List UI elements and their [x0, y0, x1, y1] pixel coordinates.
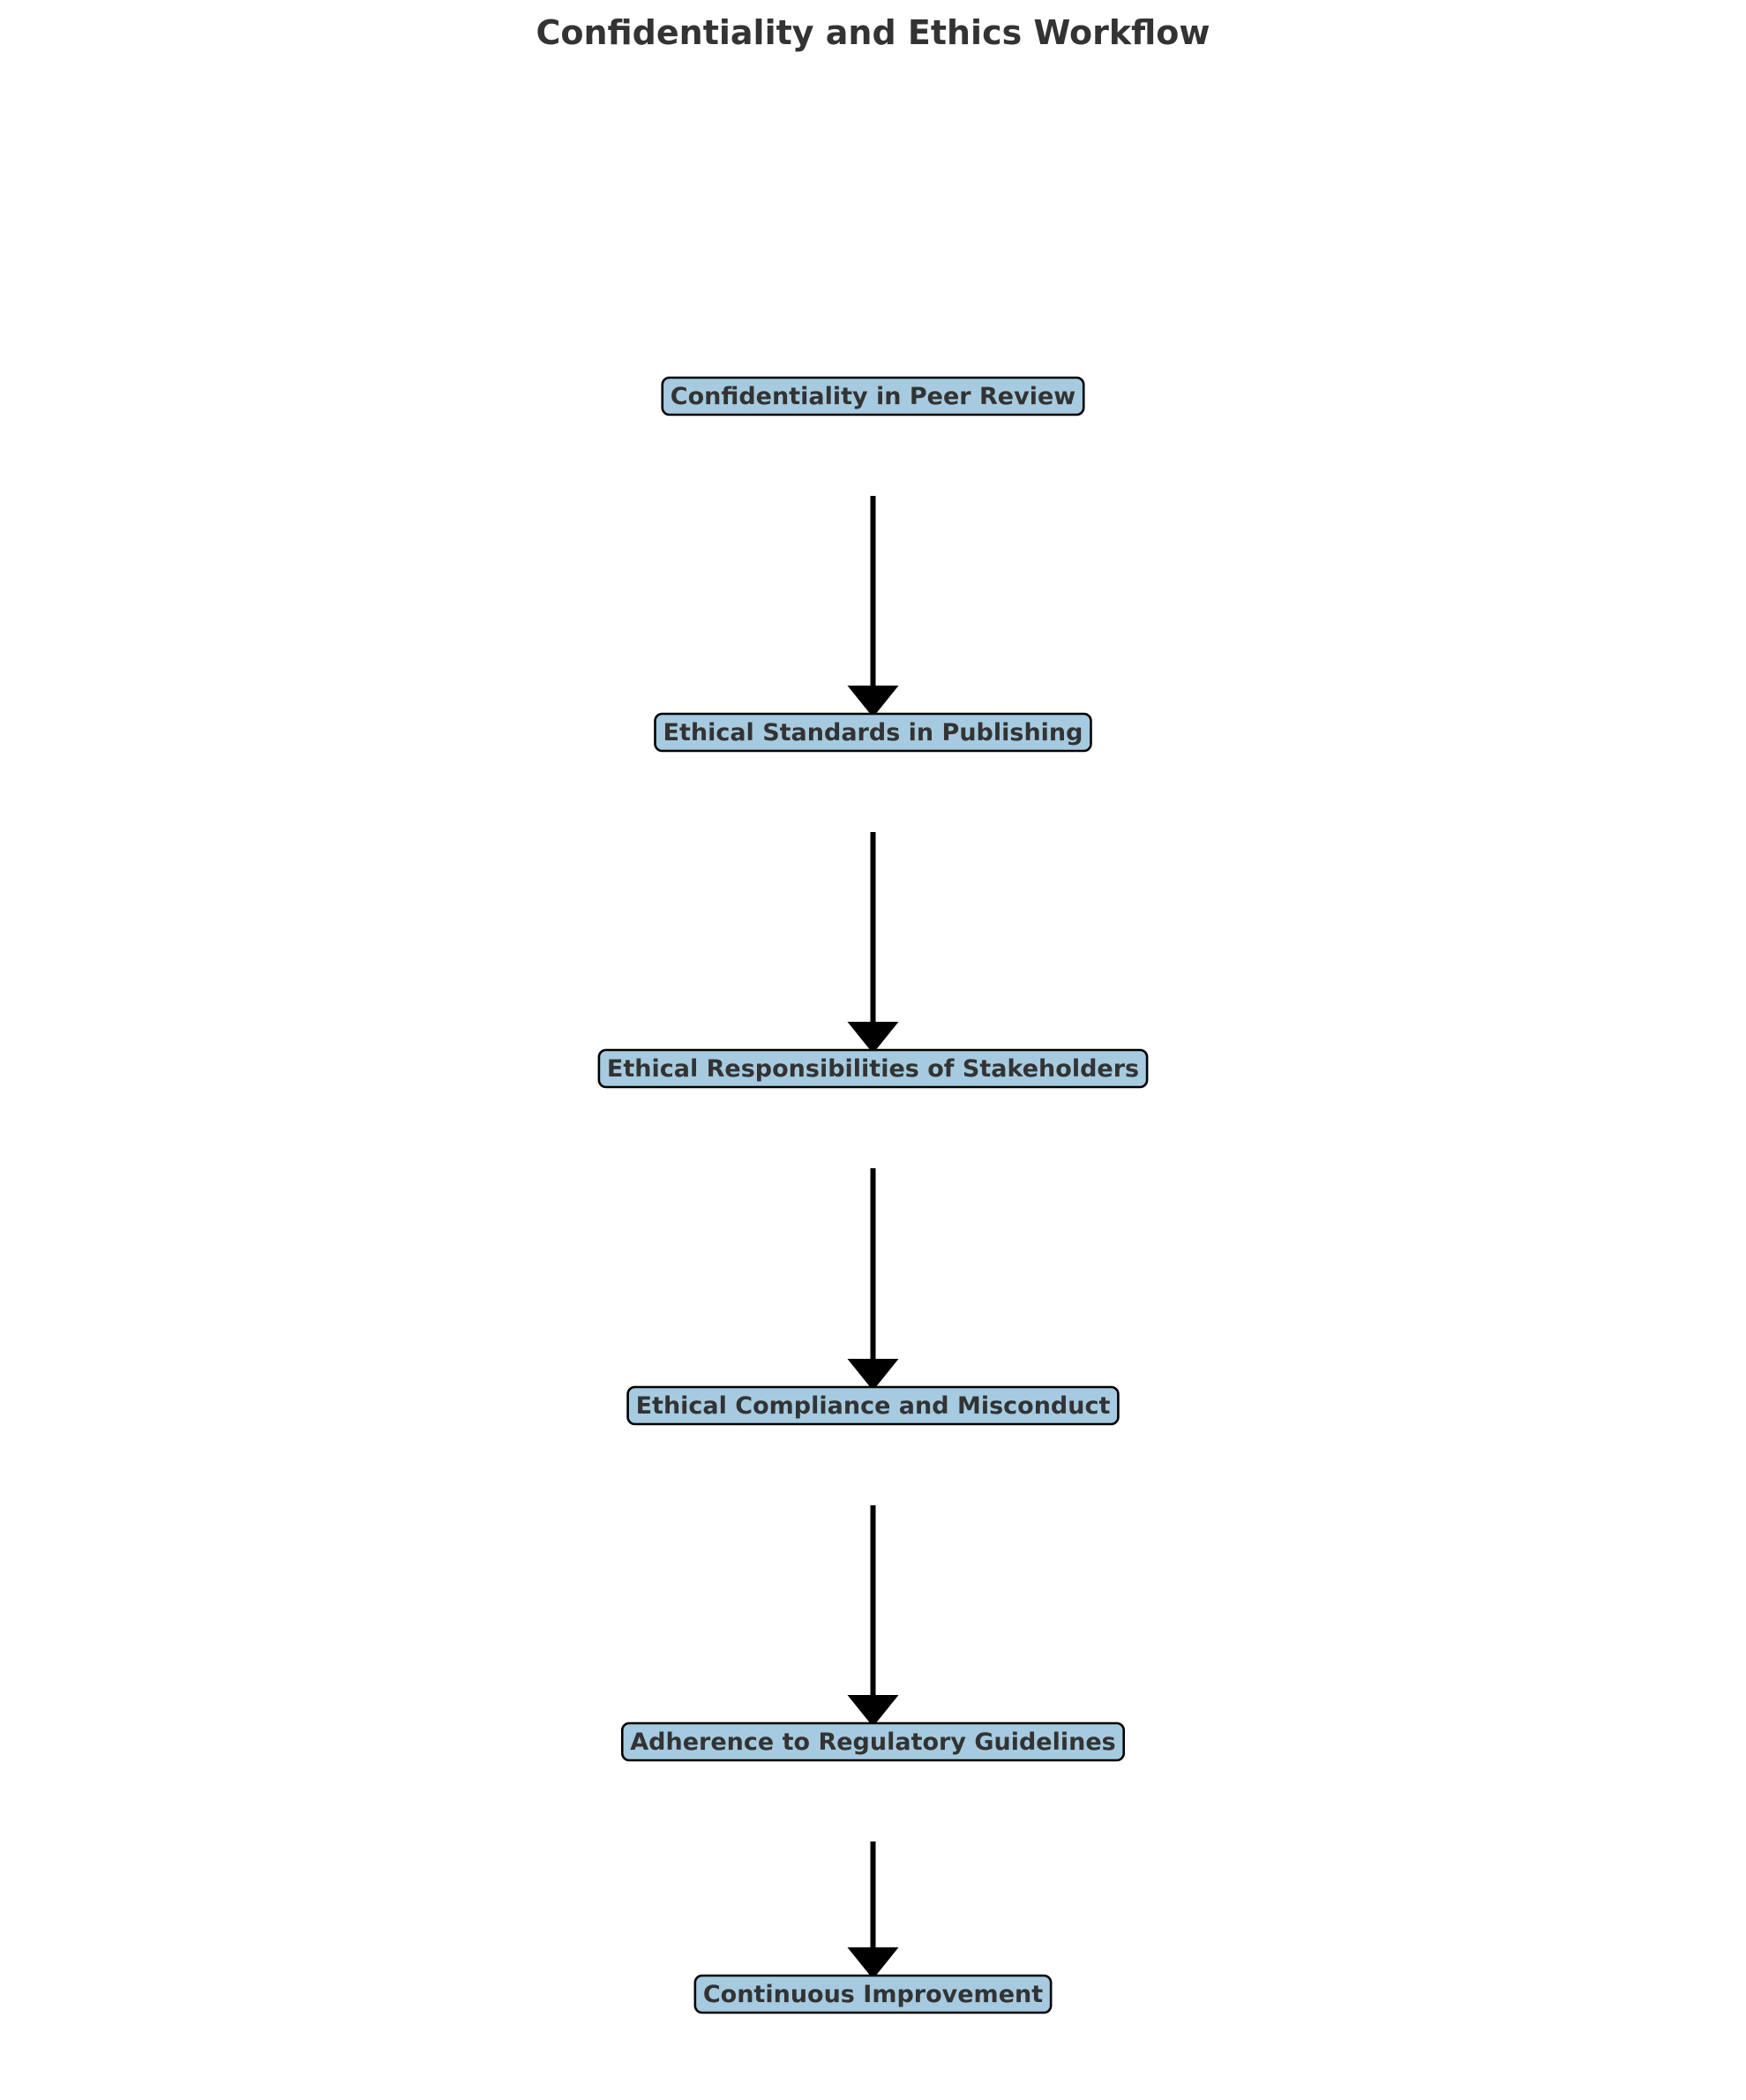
node-label: Continuous Improvement	[703, 1981, 1043, 2008]
node-box	[620, 1721, 1126, 1762]
flow-arrow	[847, 496, 899, 717]
arrow-head	[847, 1022, 899, 1054]
arrow-head	[847, 1695, 899, 1727]
workflow-node: Ethical Compliance and Misconduct	[626, 1385, 1120, 1426]
node-box	[597, 1048, 1149, 1089]
arrow-head	[847, 1359, 899, 1391]
flow-arrow	[847, 832, 899, 1054]
arrow-head	[847, 1947, 899, 1979]
workflow-node: Confidentiality in Peer Review	[661, 376, 1085, 416]
edges-layer	[847, 496, 899, 1979]
node-label: Ethical Standards in Publishing	[663, 719, 1083, 746]
workflow-node: Ethical Standards in Publishing	[654, 712, 1092, 753]
workflow-node: Ethical Responsibilities of Stakeholders	[597, 1048, 1149, 1089]
flow-arrow	[847, 1168, 899, 1391]
workflow-node: Continuous Improvement	[693, 1974, 1053, 2014]
node-label: Ethical Responsibilities of Stakeholders	[607, 1055, 1139, 1083]
node-box	[693, 1974, 1053, 2014]
workflow-node: Adherence to Regulatory Guidelines	[620, 1721, 1126, 1762]
flow-arrow	[847, 1841, 899, 1979]
node-box	[626, 1385, 1120, 1426]
arrow-head	[847, 686, 899, 717]
node-label: Adherence to Regulatory Guidelines	[630, 1729, 1115, 1756]
node-box	[654, 712, 1092, 753]
node-label: Confidentiality in Peer Review	[671, 383, 1075, 410]
node-box	[661, 376, 1085, 416]
node-label: Ethical Compliance and Misconduct	[636, 1392, 1111, 1420]
diagram-title: Confidentiality and Ethics Workflow	[536, 13, 1210, 52]
flow-arrow	[847, 1505, 899, 1727]
